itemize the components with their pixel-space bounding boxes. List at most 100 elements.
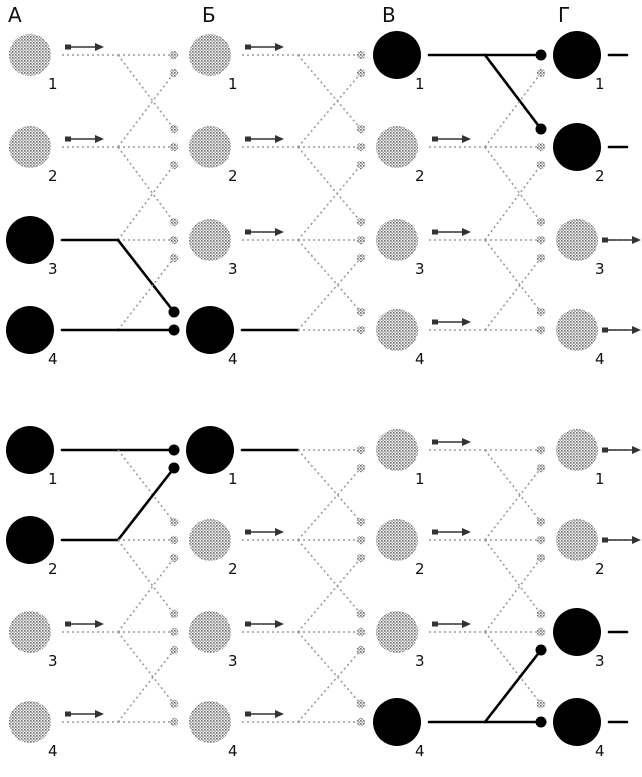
neuron-v2 <box>376 519 418 561</box>
neuron-label-g2: 2 <box>595 560 605 578</box>
neuron-label-v1: 1 <box>415 470 425 488</box>
synapse-a2-to-b1 <box>169 68 179 78</box>
neuron-label-v3: 3 <box>415 260 425 278</box>
synapse-line-a1-to-b2 <box>117 449 175 523</box>
synapse-line-b3-to-v2 <box>297 557 362 633</box>
output-arrow-g4-tail <box>602 327 608 333</box>
neuron-b2 <box>189 126 231 168</box>
synapse-line-a2-to-b3 <box>117 539 175 615</box>
neuron-label-a2: 2 <box>48 560 58 578</box>
synapse-line-a3-to-b2 <box>117 557 175 633</box>
inactive-output-arrow-v4-head <box>462 318 471 326</box>
synapse-b3-to-v4 <box>356 307 366 317</box>
inactive-output-arrow-v3-head <box>462 228 471 236</box>
inactive-output-arrow-v2 <box>432 528 471 536</box>
neuron-v1 <box>376 429 418 471</box>
output-arrow-g1-tail <box>602 447 608 453</box>
column-header-v: В <box>382 3 396 27</box>
synapse-v1-to-g2 <box>535 123 547 135</box>
inactive-output-arrow-v2-tail <box>432 136 438 142</box>
inactive-output-arrow-a2-tail <box>65 136 71 142</box>
neuron-label-b2: 2 <box>228 560 238 578</box>
neuron-v4 <box>376 309 418 351</box>
inactive-output-arrow-a4-head <box>95 710 104 718</box>
neuron-a3 <box>9 611 51 653</box>
inactive-output-arrow-v3-tail <box>432 621 438 627</box>
synapse-line-v1-to-g2 <box>484 449 542 523</box>
synapse-line-b3-to-v2 <box>297 164 362 241</box>
neuron-label-a3: 3 <box>48 260 58 278</box>
synapse-line-v4-to-g3 <box>483 648 543 724</box>
column-headers: А Б В Г <box>8 3 570 27</box>
neuron-label-v4: 4 <box>415 350 425 368</box>
synapse-line-v3-to-g4 <box>484 631 542 705</box>
neuron-label-v2: 2 <box>415 167 425 185</box>
synapse-line-b2-to-v1 <box>297 467 362 541</box>
column-header-a: А <box>8 3 22 27</box>
synapse-a2-to-b3 <box>169 217 179 227</box>
inactive-output-arrow-v1-head <box>462 438 471 446</box>
inactive-output-arrow-b2-head <box>275 528 284 536</box>
inactive-output-arrow-b1-tail <box>245 44 251 50</box>
synapse-v3-to-g3 <box>536 235 546 245</box>
synapse-b1-to-v1 <box>356 445 366 455</box>
inactive-output-arrow-v2-head <box>462 528 471 536</box>
inactive-output-arrow-b2 <box>245 135 284 143</box>
synapse-line-v3-to-g2 <box>484 164 542 241</box>
inactive-output-arrow-a3 <box>65 620 104 628</box>
neuron-g1-active <box>553 31 601 79</box>
inactive-output-arrow-v2-tail <box>432 529 438 535</box>
neuron-b3 <box>189 611 231 653</box>
inactive-output-arrow-v4 <box>432 318 471 326</box>
neuron-label-b3: 3 <box>228 652 238 670</box>
synapse-b3-to-v2 <box>356 160 366 170</box>
synapse-line-a2-to-b1 <box>117 72 175 148</box>
output-arrow-g1-head <box>632 446 641 454</box>
synapse-v2-to-g3 <box>536 217 546 227</box>
synapse-line-a4-to-b3 <box>117 649 175 723</box>
neuron-v4-active <box>373 698 421 746</box>
synapse-a2-to-b1 <box>168 462 180 474</box>
inactive-output-arrow-v4-tail <box>432 319 438 325</box>
inactive-output-arrow-a4 <box>65 710 104 718</box>
synapse-line-v2-to-g3 <box>484 146 542 223</box>
synapse-v3-to-g2 <box>536 160 546 170</box>
neuron-label-g3: 3 <box>595 652 605 670</box>
synapse-v3-to-g2 <box>536 553 546 563</box>
neuron-label-a4: 4 <box>48 742 58 760</box>
neuron-b2 <box>189 519 231 561</box>
neuron-label-b3: 3 <box>228 260 238 278</box>
neuron-a1 <box>9 34 51 76</box>
synapse-line-v2-to-g1 <box>484 467 542 541</box>
synapse-b3-to-v3 <box>356 235 366 245</box>
neuron-v3 <box>376 611 418 653</box>
synapse-a1-to-b1 <box>169 50 179 60</box>
neuron-label-v4: 4 <box>415 742 425 760</box>
synapse-a2-to-b3 <box>169 609 179 619</box>
inactive-output-arrow-a2 <box>65 135 104 143</box>
neuron-a1-active <box>6 426 54 474</box>
synapse-v1-to-g1 <box>535 49 547 61</box>
inactive-output-arrow-b4-head <box>275 710 284 718</box>
inactive-output-arrow-b3-tail <box>245 621 251 627</box>
synapse-b1-to-v2 <box>356 124 366 134</box>
synapse-v2-to-g1 <box>536 68 546 78</box>
neuron-label-v3: 3 <box>415 652 425 670</box>
neuron-label-a3: 3 <box>48 652 58 670</box>
synapse-line-a3-to-b4 <box>116 238 176 314</box>
synapse-line-a2-to-b3 <box>117 146 175 223</box>
output-arrow-g2 <box>602 536 641 544</box>
synapse-b4-to-v3 <box>356 645 366 655</box>
neuron-a4-active <box>6 306 54 354</box>
inactive-output-arrow-b2-head <box>275 135 284 143</box>
inactive-output-arrow-a3-tail <box>65 621 71 627</box>
synapse-a3-to-b4 <box>168 306 180 318</box>
synapse-b2-to-v1 <box>356 68 366 78</box>
synapse-b3-to-v2 <box>356 553 366 563</box>
output-arrow-g1 <box>602 446 641 454</box>
output-arrow-g3-tail <box>602 237 608 243</box>
inactive-output-arrow-b3-head <box>275 228 284 236</box>
